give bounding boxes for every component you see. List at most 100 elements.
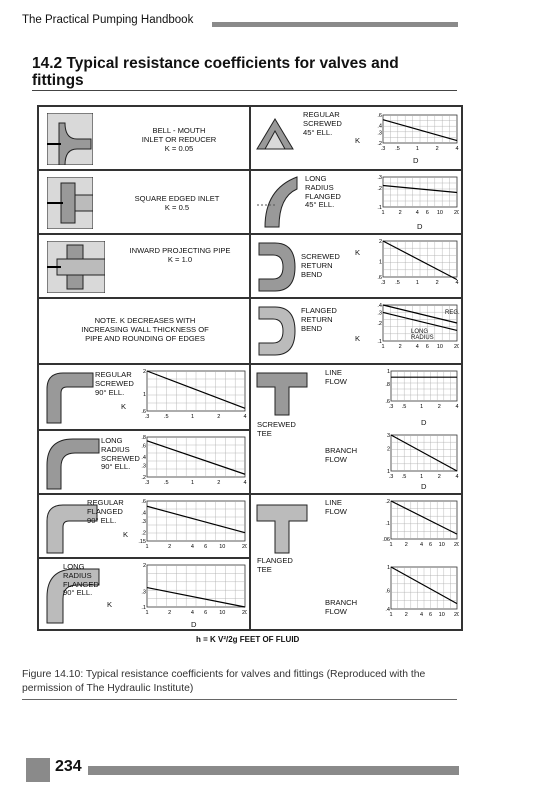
series-line bbox=[382, 240, 458, 281]
y-tick-label: .6 bbox=[141, 443, 146, 449]
d-axis-label: D bbox=[191, 620, 197, 629]
header-bar bbox=[212, 22, 458, 27]
x-tick-label: .5 bbox=[402, 474, 407, 479]
x-tick-label: 6 bbox=[429, 612, 432, 617]
y-tick-label: .6 bbox=[141, 499, 146, 505]
x-tick-label: 2 bbox=[438, 404, 441, 409]
x-tick-label: 4 bbox=[243, 480, 246, 485]
y-tick-label: .3 bbox=[377, 175, 382, 181]
y-tick-label: .1 bbox=[377, 205, 382, 211]
caption-rule bbox=[22, 699, 457, 700]
k-axis-label: K bbox=[123, 530, 129, 539]
x-tick-label: 6 bbox=[204, 610, 207, 615]
x-tick-label: .3 bbox=[381, 280, 386, 285]
elbow-45-screwed-drawing bbox=[255, 115, 295, 155]
x-tick-label: 2 bbox=[168, 544, 171, 549]
y-tick-label: 1 bbox=[379, 260, 382, 266]
footer-box bbox=[26, 758, 50, 782]
y-tick-label: 2 bbox=[143, 563, 146, 569]
elbow-90-long-screwed-drawing bbox=[43, 435, 101, 491]
x-tick-label: 4 bbox=[455, 474, 458, 479]
x-tick-label: 1 bbox=[420, 474, 423, 479]
screwed-return-bend-label: SCREWED RETURN BEND bbox=[301, 252, 340, 279]
x-tick-label: 2 bbox=[399, 344, 402, 349]
x-tick-label: 20 bbox=[454, 344, 459, 349]
x-tick-label: 4 bbox=[420, 542, 423, 547]
x-tick-label: 4 bbox=[416, 210, 419, 215]
k-axis-label: K bbox=[355, 334, 361, 343]
y-tick-label: 3 bbox=[387, 433, 390, 439]
note-text: NOTE. K DECREASES WITH INCREASING WALL T… bbox=[81, 316, 209, 343]
x-tick-label: 20 bbox=[454, 542, 459, 547]
x-tick-label: 20 bbox=[242, 544, 247, 549]
x-tick-label: 1 bbox=[420, 404, 423, 409]
y-tick-label: .6 bbox=[385, 588, 390, 594]
y-tick-label: .2 bbox=[141, 475, 146, 481]
x-tick-label: 2 bbox=[436, 280, 439, 285]
page-number: 234 bbox=[55, 758, 82, 775]
bell-mouth-label: BELL - MOUTH INLET OR REDUCER K = 0.05 bbox=[141, 126, 217, 153]
k-axis-label: K bbox=[355, 136, 361, 145]
series-line bbox=[382, 311, 458, 332]
long-radius-flanged-45-label: LONG RADIUS FLANGED 45° ELL. bbox=[305, 174, 341, 210]
elbow-45-flanged-drawing bbox=[257, 175, 303, 229]
y-tick-label: .4 bbox=[141, 455, 146, 461]
reg-series-label: REG. bbox=[445, 310, 460, 316]
x-tick-label: 6 bbox=[204, 544, 207, 549]
series-line bbox=[390, 566, 458, 605]
square-edged-label: SQUARE EDGED INLET K = 0.5 bbox=[134, 194, 220, 212]
x-tick-label: 20 bbox=[242, 610, 247, 615]
head-loss-formula: h = K V²/2g FEET OF FLUID bbox=[196, 635, 300, 644]
series-line bbox=[146, 370, 246, 409]
x-tick-label: 2 bbox=[217, 414, 220, 419]
x-tick-label: .3 bbox=[389, 404, 394, 409]
series-line bbox=[382, 119, 458, 142]
y-tick-label: .2 bbox=[377, 321, 382, 327]
x-tick-label: 4 bbox=[455, 146, 458, 151]
line-flow-label: LINE FLOW bbox=[325, 498, 347, 516]
x-tick-label: .5 bbox=[395, 146, 400, 151]
x-tick-label: 4 bbox=[191, 610, 194, 615]
d-axis-label: D bbox=[413, 156, 419, 165]
x-tick-label: 1 bbox=[145, 544, 148, 549]
x-tick-label: 4 bbox=[455, 404, 458, 409]
square-edged-cell: SQUARE EDGED INLET K = 0.5 bbox=[38, 170, 250, 234]
x-tick-label: 2 bbox=[438, 474, 441, 479]
long-radius-screwed-90-label: LONG RADIUS SCREWED 90° ELL. bbox=[101, 436, 140, 472]
y-tick-label: .6 bbox=[377, 275, 382, 281]
x-tick-label: 4 bbox=[191, 544, 194, 549]
y-tick-label: .2 bbox=[377, 141, 382, 147]
square-edged-drawing bbox=[46, 176, 94, 230]
y-tick-label: .3 bbox=[141, 519, 146, 525]
x-tick-label: 10 bbox=[219, 544, 225, 549]
series-line bbox=[382, 184, 458, 194]
x-tick-label: 2 bbox=[217, 480, 220, 485]
inward-projecting-drawing bbox=[46, 240, 106, 294]
figure-caption: Figure 14.10: Typical resistance coeffic… bbox=[22, 669, 426, 694]
d-axis-label: D bbox=[421, 418, 427, 427]
series-line bbox=[146, 586, 246, 608]
d-axis-label: D bbox=[417, 222, 423, 231]
x-tick-label: 10 bbox=[439, 612, 445, 617]
x-tick-label: 1 bbox=[416, 146, 419, 151]
flanged-return-bend-label: FLANGED RETURN BEND bbox=[301, 306, 337, 333]
return-bend-flanged-drawing bbox=[255, 303, 297, 359]
branch-flow-label: BRANCH FLOW bbox=[325, 598, 358, 616]
y-tick-label: .3 bbox=[141, 463, 146, 469]
long-radius-series-label: LONG RADIUS bbox=[411, 329, 434, 341]
x-tick-label: 10 bbox=[437, 210, 443, 215]
y-tick-label: .2 bbox=[385, 499, 390, 505]
